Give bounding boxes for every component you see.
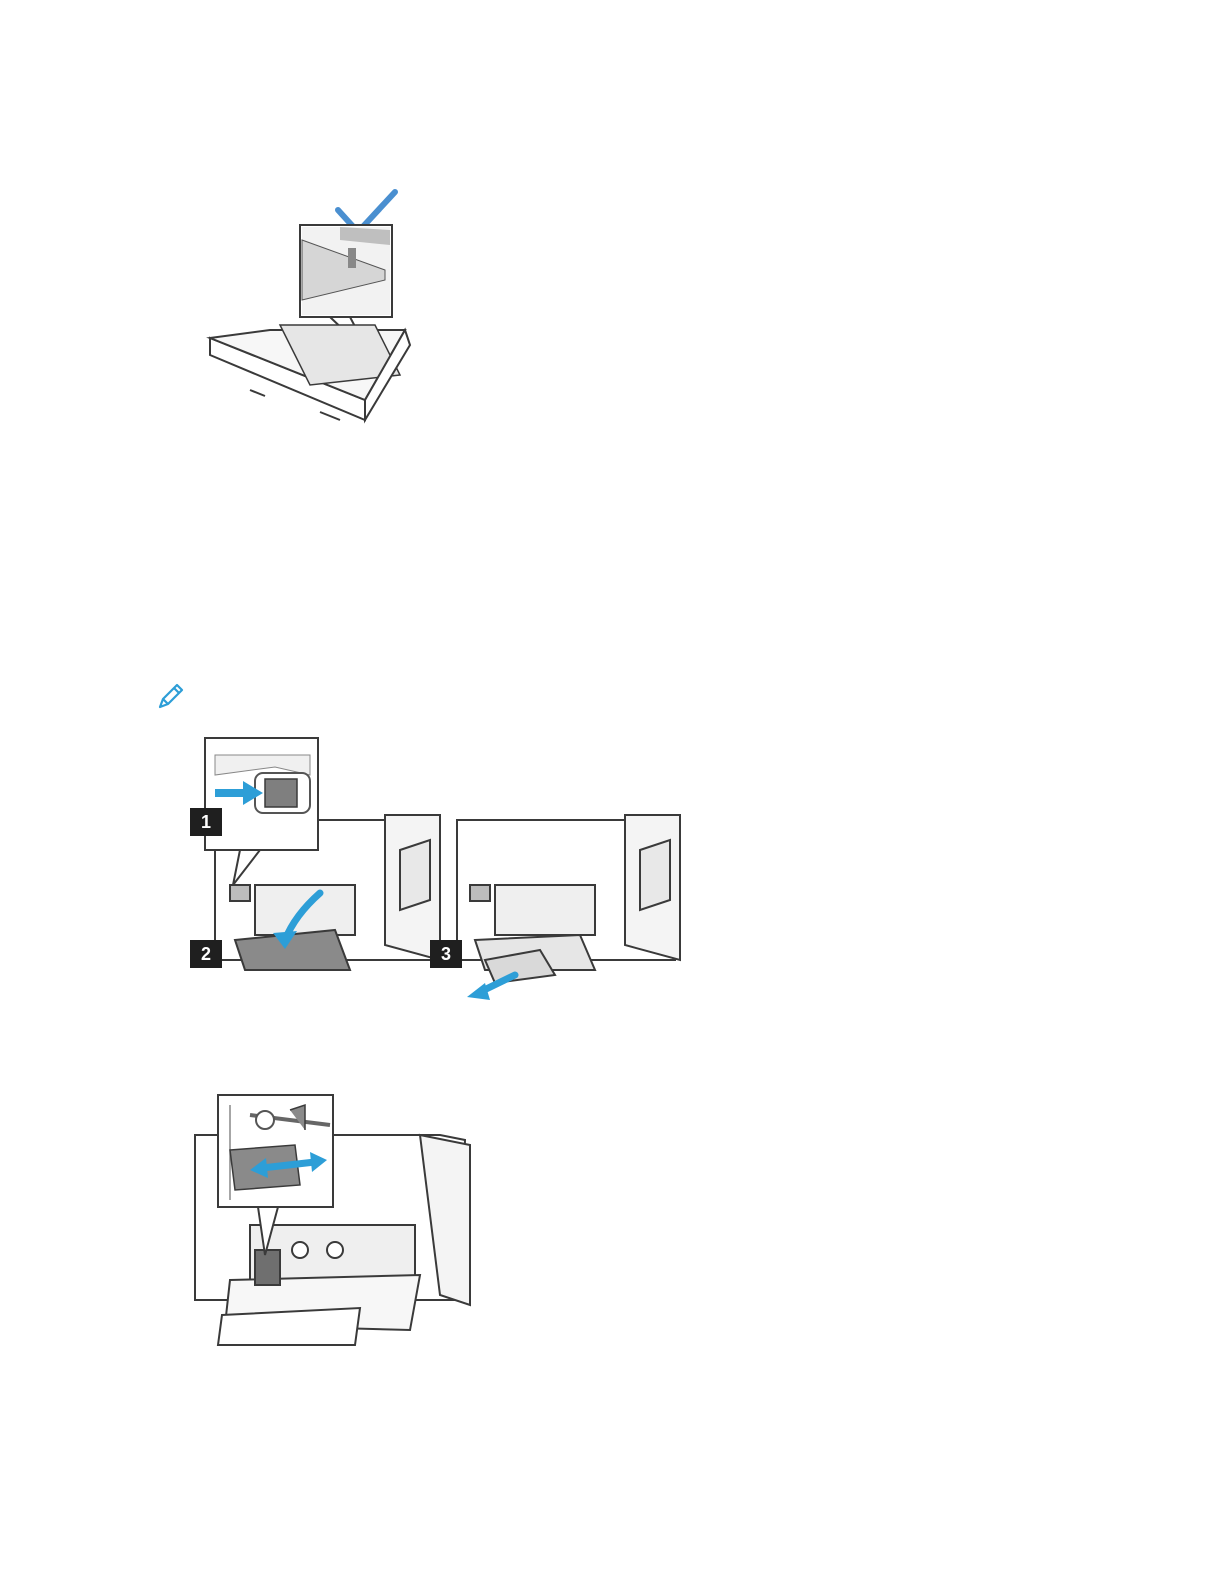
tray-loaded-figure xyxy=(190,180,430,430)
step-badge-2: 2 xyxy=(190,940,222,968)
pencil-icon xyxy=(155,680,187,712)
feeder-open-figure: 1 2 3 xyxy=(185,735,685,1010)
printer-right xyxy=(457,815,680,983)
paper-tray xyxy=(210,325,410,420)
step-badge-3: 3 xyxy=(430,940,462,968)
step-badge-1: 1 xyxy=(190,808,222,836)
adjust-guide-figure xyxy=(190,1090,490,1355)
